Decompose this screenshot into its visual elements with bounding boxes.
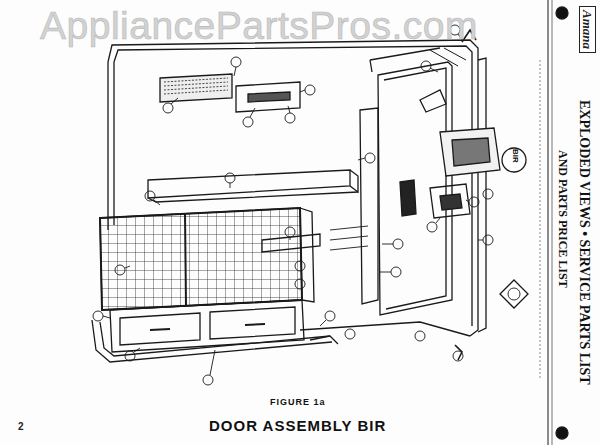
diagram-title: DOOR ASSEMBLY BIR <box>209 418 386 433</box>
wire-basket <box>100 208 314 310</box>
figure-caption: FIGURE 1a <box>270 398 326 407</box>
top-grille <box>160 74 300 112</box>
brand-logo: Amana <box>579 6 596 53</box>
page-number: 2 <box>18 422 24 432</box>
shelf-rail <box>148 170 358 202</box>
lower-rails <box>92 320 470 362</box>
callout-circles <box>93 25 493 385</box>
model-badge: BIR <box>511 149 519 163</box>
hinge-parts <box>400 30 500 360</box>
page-rules <box>540 0 568 445</box>
header-text: EXPLODED VIEWS • SERVICE PARTS LIST <box>577 100 591 385</box>
header-subtext: AND PARTS PRICE LIST <box>557 150 569 288</box>
bir-emblems <box>500 148 528 308</box>
watermark: AppliancePartsPros.com <box>40 6 478 45</box>
crisper-front <box>110 300 304 352</box>
